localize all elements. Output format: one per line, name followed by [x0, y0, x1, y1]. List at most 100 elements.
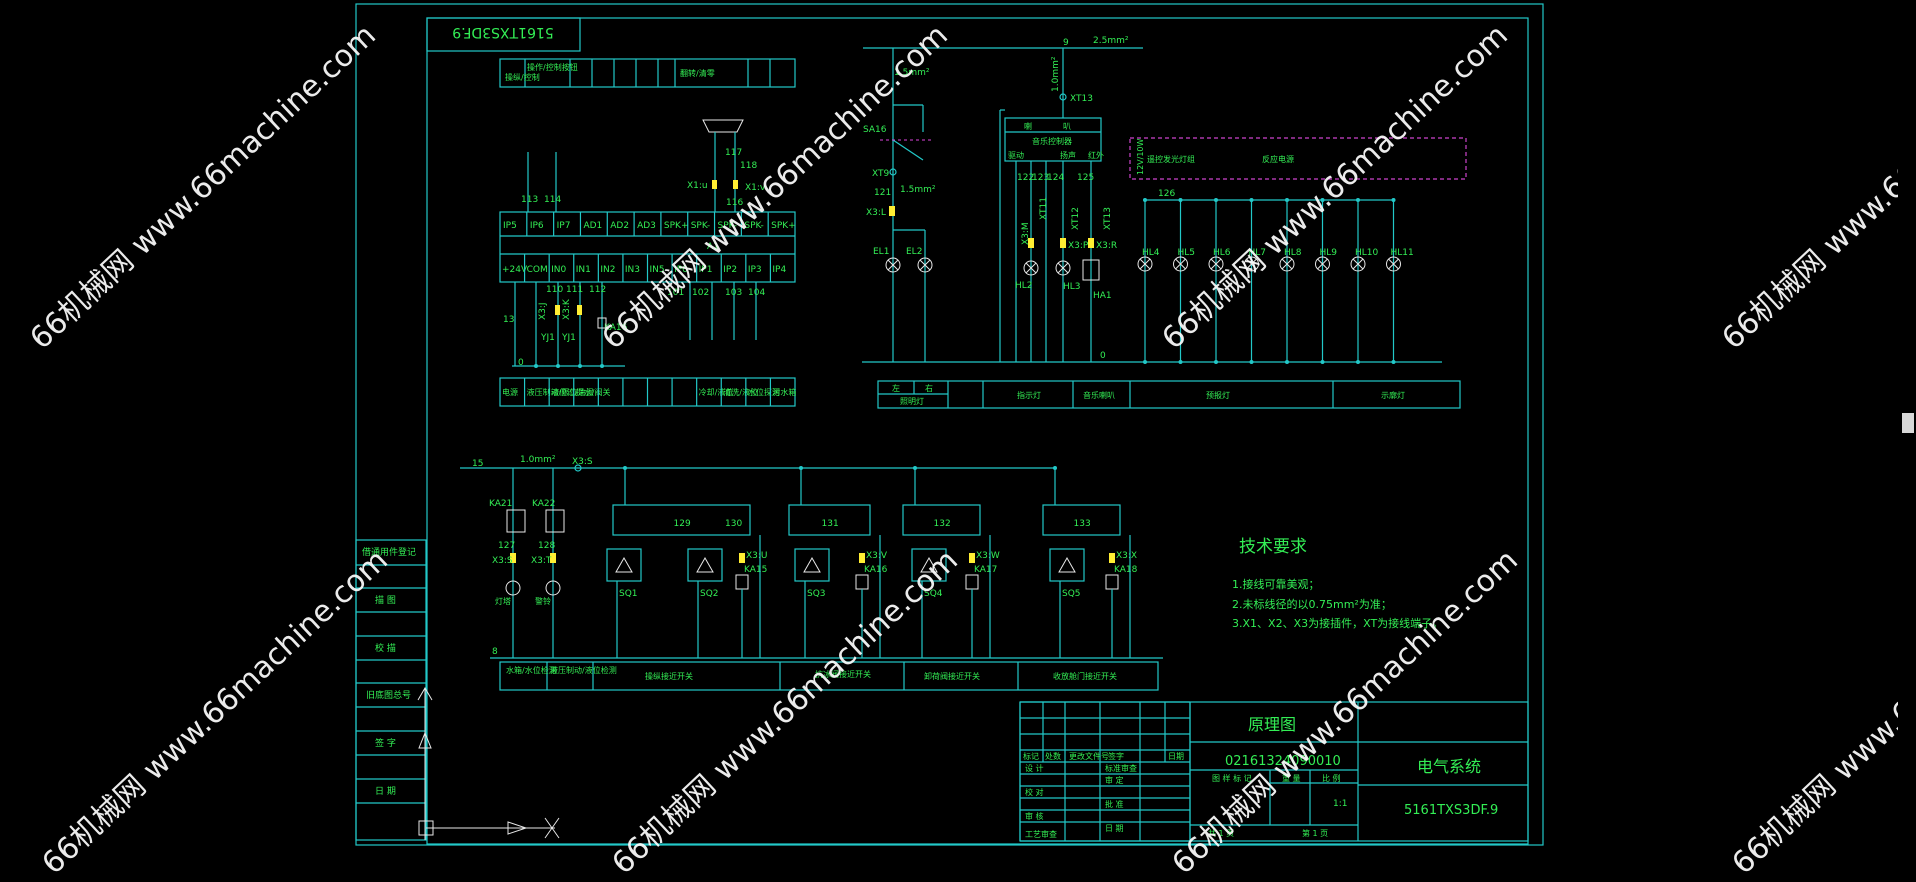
- tb-label: 校 对: [1025, 787, 1044, 797]
- speaker-icon: [702, 119, 744, 133]
- st-cell-6: 收放舱门接近开关: [1053, 671, 1117, 681]
- dashed-label-2: 遥控发光灯组: [1147, 154, 1195, 164]
- tb-label: 处数: [1045, 751, 1061, 761]
- lc-el1: EL1: [873, 247, 889, 257]
- st-cell-1: 水箱/水位检测: [506, 665, 557, 675]
- relay-coil-icon: [735, 574, 749, 590]
- top-left-table: 操作/控制按钮 操纵/控制 翻转/清零: [499, 58, 796, 88]
- sensor-switch-label: SQ4: [924, 589, 943, 599]
- sensor-switch-label: SQ2: [700, 589, 719, 599]
- spk-x1v: X1:v: [745, 183, 766, 193]
- hl-lamp-label: HL9: [1320, 248, 1338, 258]
- plc-bottom-cell: IN1: [576, 265, 591, 275]
- lc-wire-size-1: 1.5mm²: [894, 68, 930, 78]
- hl-lamp-label: HL8: [1284, 248, 1302, 258]
- dashed-label-1: 12V/10W: [1136, 138, 1145, 175]
- tb-scale-value: 1:1: [1333, 799, 1347, 809]
- plc-wire-112: 112: [589, 285, 606, 295]
- lt-cell-5: 音乐喇叭: [1083, 390, 1115, 400]
- lc-x3l: X3:L: [866, 208, 886, 218]
- tb-label: 标记: [1023, 751, 1039, 761]
- hl-lamp-label: HL10: [1355, 248, 1379, 258]
- mc-wire-125: 125: [1077, 173, 1094, 183]
- tb-label: 日 期: [1105, 824, 1124, 833]
- tb-label: 日期: [1168, 752, 1184, 761]
- mc-label-2: 叭: [1063, 122, 1071, 131]
- plc-bottom-cell: IP0: [674, 265, 688, 275]
- title-block: 标记处数更改文件号签字日期设 计标准审查校 对审 定审 核批 准工艺审查日 期 …: [1019, 701, 1529, 842]
- lamp-group-dashed-box: [1129, 137, 1467, 180]
- plc-wire-101: 101: [667, 288, 684, 298]
- sc-wire-15: 15: [472, 459, 483, 469]
- left-side-table: 借通用件登记 描 图 校 描 旧底图总号 签 字 日 期: [355, 539, 560, 841]
- hl-lamp-label: HL6: [1213, 248, 1231, 258]
- lc-wire-121: 121: [874, 188, 891, 198]
- plc-bottom-table-cell: 污水箱: [772, 387, 796, 397]
- plc-top-cell: SPK-: [744, 221, 763, 231]
- mc-xt11: XT11: [1039, 197, 1049, 220]
- lt-cell-4: 指示灯: [1017, 390, 1041, 400]
- mc-wire-123: 123: [1032, 173, 1049, 183]
- tb-label: 标准审查: [1105, 763, 1137, 773]
- lc-sa16: SA16: [863, 125, 887, 135]
- plc-bottom-cell: +24V: [502, 265, 528, 275]
- proximity-switch-icon: [1049, 548, 1085, 582]
- mc-x3r: X3:R: [1096, 241, 1117, 251]
- sensor-x3: X3:X: [1116, 551, 1137, 561]
- plc-top-cell: IP6: [530, 221, 544, 231]
- sensor-x3: X3:W: [976, 551, 1000, 561]
- lst-cell-5: 签 字: [375, 737, 396, 749]
- tb-scale-label: 比 例: [1322, 773, 1341, 783]
- sensor-circuit: 15 1.0mm² X3:S KA21 KA22 127 128 X3:S X3…: [460, 455, 1163, 691]
- lc-wire-9: 9: [1063, 38, 1069, 48]
- sc-wire-size: 1.0mm²: [520, 455, 556, 465]
- plc-top-cell: SPK+: [664, 221, 689, 231]
- lt-cell-6: 预报灯: [1206, 390, 1230, 400]
- plc-bottom-table-cell: 液压制动/限位: [527, 387, 578, 397]
- light-circuit: 9 2.5mm² 1.5mm² SA16 XT9 121 1.5mm² X3:L…: [862, 36, 1467, 409]
- sensor-ka: KA18: [1114, 565, 1138, 575]
- spk-x1u: X1:u: [687, 181, 708, 191]
- plc-bottom-table-cell: 提水/阀关: [576, 387, 611, 397]
- lc-xt9: XT9: [872, 169, 890, 179]
- tb-label: 批 准: [1105, 799, 1124, 809]
- mc-x3p: X3:P: [1068, 241, 1089, 251]
- plc-bottom-table-cell: 冷却/液位: [699, 387, 734, 397]
- buzzer-icon: [1082, 259, 1100, 281]
- tb-label: 审 核: [1025, 811, 1044, 821]
- tech-item-3: 3.X1、X2、X3为接插件，XT为接线端子。: [1232, 616, 1443, 630]
- plc-coil-yj1-b: YJ1: [561, 333, 576, 343]
- plc-top-number-1: 113: [521, 195, 538, 205]
- tb-drawing-number: 02161324090010: [1225, 754, 1341, 769]
- ka21-relay-icon: [506, 509, 526, 533]
- hl-lamp-icon: [1137, 256, 1153, 272]
- sc-wire-127: 127: [498, 541, 515, 551]
- plc-wire-0: 0: [518, 358, 524, 368]
- proximity-switch-icon: [687, 548, 723, 582]
- mc-label-6: 红外: [1088, 150, 1104, 160]
- sensor-x3: X3:V: [866, 551, 888, 561]
- sensor-wire: 131: [822, 519, 839, 529]
- proximity-switch-icon: [606, 548, 642, 582]
- lst-cell-2: 描 图: [375, 594, 396, 606]
- sc-ka22: KA22: [532, 499, 555, 509]
- plc-top-cell: IP7: [557, 221, 571, 231]
- sensor-switch-label: SQ1: [619, 589, 638, 599]
- hl-lamp-icon: [1244, 256, 1259, 272]
- plc-bottom-table-cell: 电源: [502, 387, 518, 397]
- tlt-cell-3: 翻转/清零: [680, 68, 715, 78]
- mc-label-5: 扬声: [1060, 150, 1076, 160]
- plc-top-cell: SPK-: [691, 221, 710, 231]
- spk-wire-118: 118: [740, 161, 757, 171]
- lst-cell-1: 借通用件登记: [362, 546, 416, 558]
- sc-ka21: KA21: [489, 499, 512, 509]
- schematic-drawing: .c { stroke:#22c8c8; fill:none; stroke-w…: [23, 3, 1916, 882]
- lst-cell-6: 日 期: [375, 786, 396, 797]
- ka22-relay-icon: [545, 509, 565, 533]
- inner-frame: [426, 17, 1529, 845]
- sc-wire-128: 128: [538, 541, 555, 551]
- scrollbar-thumb[interactable]: [1902, 413, 1914, 433]
- plc-top-cell: AD2: [610, 221, 629, 231]
- lst-cell-4: 旧底图总号: [366, 689, 411, 701]
- tb-mid-2: 重 量: [1282, 773, 1301, 783]
